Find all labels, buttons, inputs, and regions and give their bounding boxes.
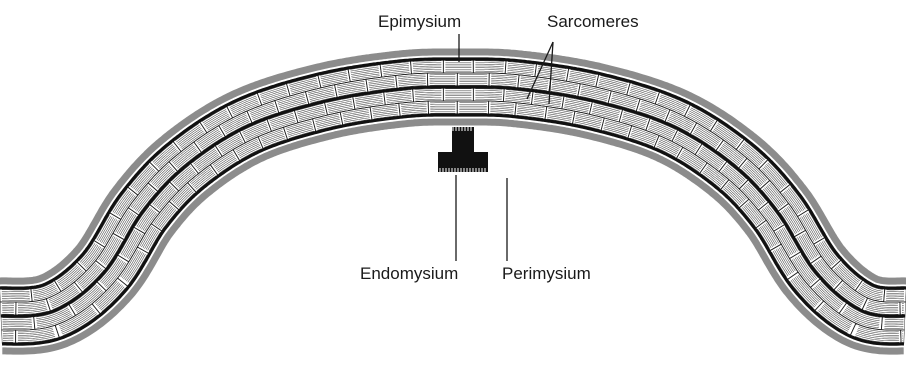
muscle-fiber-cell [1, 330, 15, 344]
endomysium-label: Endomysium [360, 264, 458, 283]
muscle-fiber-cell [884, 288, 906, 302]
muscle-fiber-cell [0, 288, 32, 303]
muscle-fiber-cell [0, 302, 16, 316]
muscle-fiber-cell [427, 73, 457, 87]
muscle-fiber-cell [428, 101, 457, 115]
muscle-fiber-cell [457, 101, 488, 115]
sarcomeres-label: Sarcomeres [547, 12, 639, 31]
muscle-fiber-cell [473, 59, 506, 74]
muscle-fiber-cell [881, 316, 905, 330]
epimysium-label: Epimysium [378, 12, 461, 31]
muscle-fiber-cell [443, 87, 473, 101]
muscle-fiber-cell [457, 73, 489, 87]
muscle-fiber-cell [901, 330, 905, 344]
muscle-fiber-cell [900, 302, 906, 316]
perimysium-label: Perimysium [502, 264, 591, 283]
highlighted-fiber [438, 127, 488, 172]
muscle-fiber-cell [473, 87, 504, 102]
